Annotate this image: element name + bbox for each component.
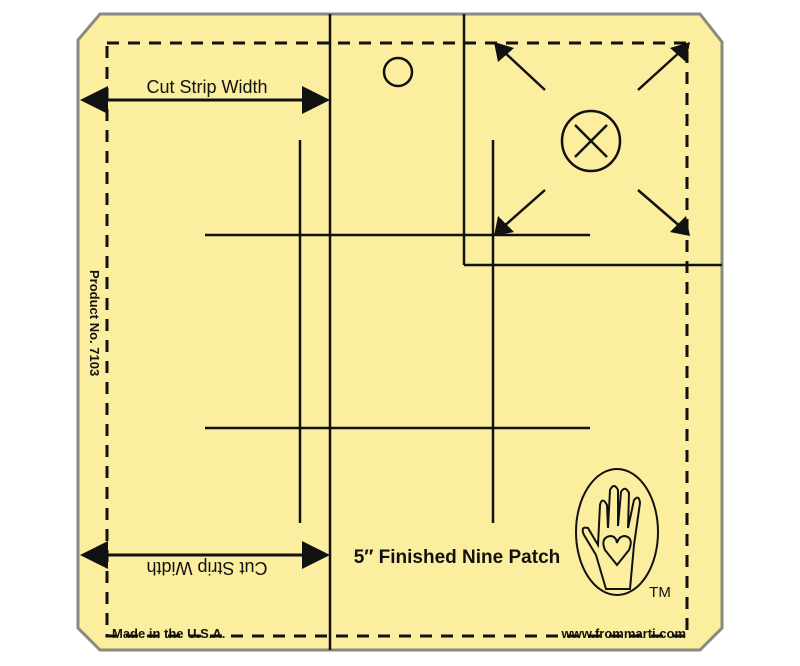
- product-number: Product No. 7103: [87, 270, 102, 376]
- bottom-width-arrow: [80, 541, 330, 569]
- ruler-body: [76, 12, 724, 652]
- hole-circle-icon: [382, 56, 414, 88]
- top-cut-strip-label: Cut Strip Width: [146, 77, 267, 97]
- ruler-title: 5″ Finished Nine Patch: [354, 547, 561, 568]
- made-in-label: Made in the U.S.A.: [112, 626, 225, 641]
- bottom-cut-strip-label: Cut Strip Width: [146, 558, 267, 578]
- hand-heart-logo: [575, 468, 659, 596]
- corner-arrows-icon: [494, 42, 690, 236]
- trademark: TM: [649, 584, 671, 601]
- center-cross-circle-icon: [560, 109, 622, 173]
- website-label: www.frommarti.com: [561, 626, 686, 641]
- top-width-arrow: [80, 86, 330, 114]
- ruler-lines: [205, 14, 722, 650]
